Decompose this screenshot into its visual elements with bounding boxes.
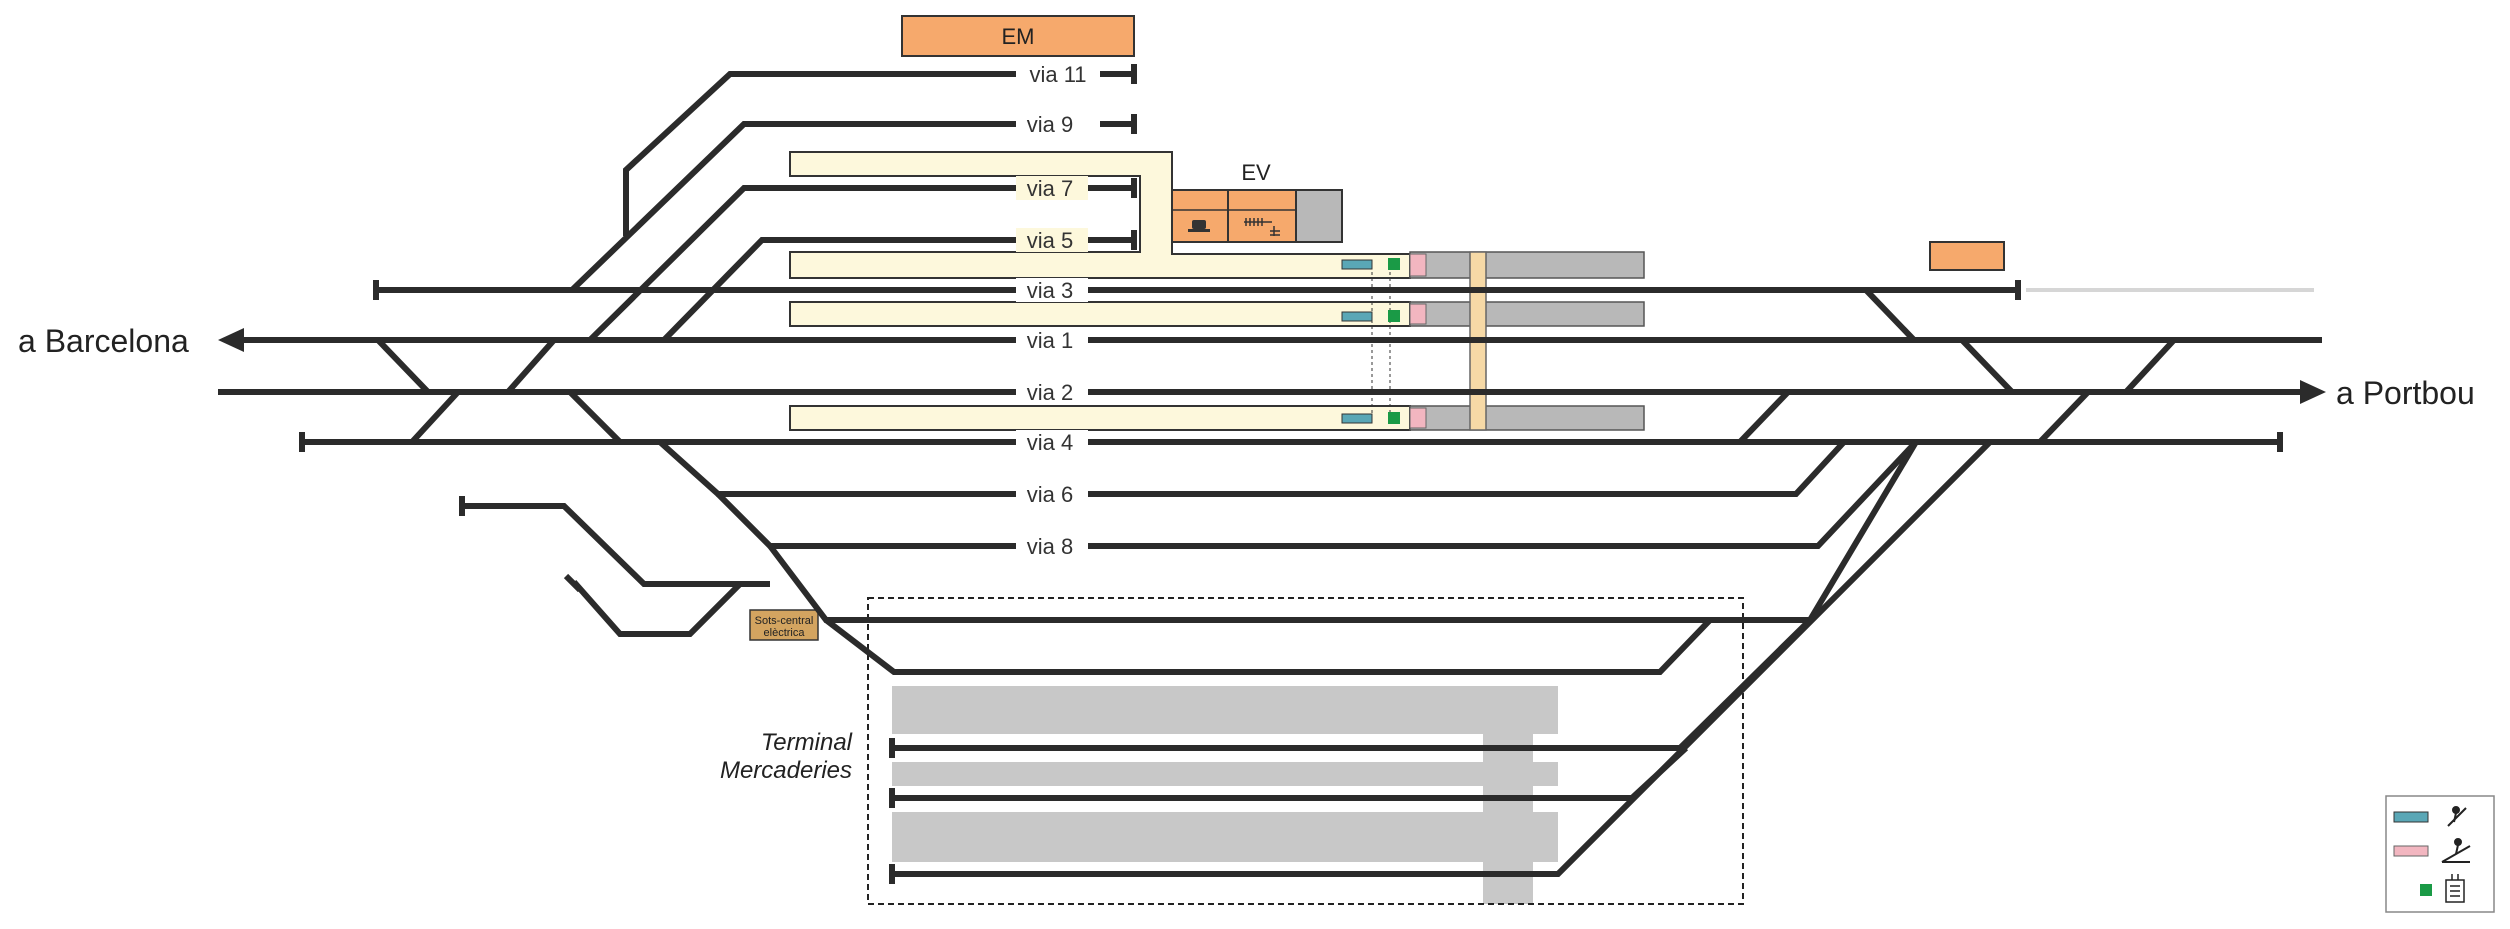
arrow-left-icon: [218, 328, 244, 352]
platform-vies-1-3: [789, 301, 1411, 327]
freight-track-1: [767, 440, 1919, 623]
platform-facilities: [1341, 253, 1427, 429]
ev-building: [1171, 189, 1343, 243]
label-via-4: via 4: [1027, 430, 1073, 455]
label-via-1: via 1: [1027, 328, 1073, 353]
em-building: [901, 15, 1135, 57]
ticket-office-icon: [1244, 218, 1280, 236]
legend-ticket-machine-swatch: [2420, 884, 2432, 896]
label-via-8: via 8: [1027, 534, 1073, 559]
ev-label: EV: [1241, 160, 1271, 185]
substation-label-1: Sots-central: [755, 615, 814, 627]
freight-terminal-canopies: [892, 686, 1558, 904]
ramp-icon: [2441, 838, 2471, 863]
track-via-6: [657, 439, 1847, 497]
track-via-5: [661, 237, 1134, 343]
track-via-8: [715, 439, 1919, 549]
label-via-3: via 3: [1027, 278, 1073, 303]
substation-building: [749, 609, 819, 641]
ticket-machine-marker: [1388, 258, 1400, 270]
ticket-machine-icon: [2445, 874, 2465, 903]
siding-1: [462, 503, 770, 587]
labels: via 11 via 9 via 7 via 5 via 3 via 1 via…: [18, 24, 2475, 784]
right-building: [1929, 241, 2005, 271]
tracks: [218, 64, 2322, 884]
ticket-machine-marker: [1388, 412, 1400, 424]
cafe-icon: [1188, 220, 1210, 232]
escalator-icon: [2447, 806, 2467, 827]
label-via-6: via 6: [1027, 482, 1073, 507]
terminal-label-2: Mercaderies: [720, 757, 852, 784]
platform-canopies: [1409, 251, 1645, 431]
label-via-2: via 2: [1027, 380, 1073, 405]
track-via-9: [569, 121, 1134, 293]
legend-escalator-swatch: [2393, 811, 2429, 823]
terminal-label-1: Terminal: [761, 729, 853, 756]
label-via-7: via 7: [1027, 176, 1073, 201]
freight-track-2: [824, 617, 1713, 675]
siding-2: [571, 580, 743, 637]
arrow-right-icon: [2300, 380, 2326, 404]
ramp-marker: [1409, 253, 1427, 277]
ramp-marker: [1409, 303, 1427, 325]
legend: [2385, 795, 2495, 913]
label-via-11: via 11: [1029, 62, 1086, 87]
em-label: EM: [1002, 24, 1035, 49]
platform-vies-2-4: [789, 405, 1411, 431]
legend-ramp-swatch: [2393, 845, 2429, 857]
label-via-5: via 5: [1027, 228, 1073, 253]
escalator-marker: [1341, 413, 1373, 424]
direction-portbou: a Portbou: [2336, 375, 2475, 411]
escalator-marker: [1341, 311, 1373, 322]
ramp-marker: [1409, 407, 1427, 429]
freight-track-5: [892, 439, 1993, 877]
ticket-machine-marker: [1388, 310, 1400, 322]
track-via-11: [623, 71, 1134, 236]
label-via-9: via 9: [1027, 112, 1073, 137]
escalator-marker: [1341, 259, 1373, 270]
substation-label-2: elèctrica: [764, 627, 806, 639]
direction-barcelona: a Barcelona: [18, 323, 189, 359]
